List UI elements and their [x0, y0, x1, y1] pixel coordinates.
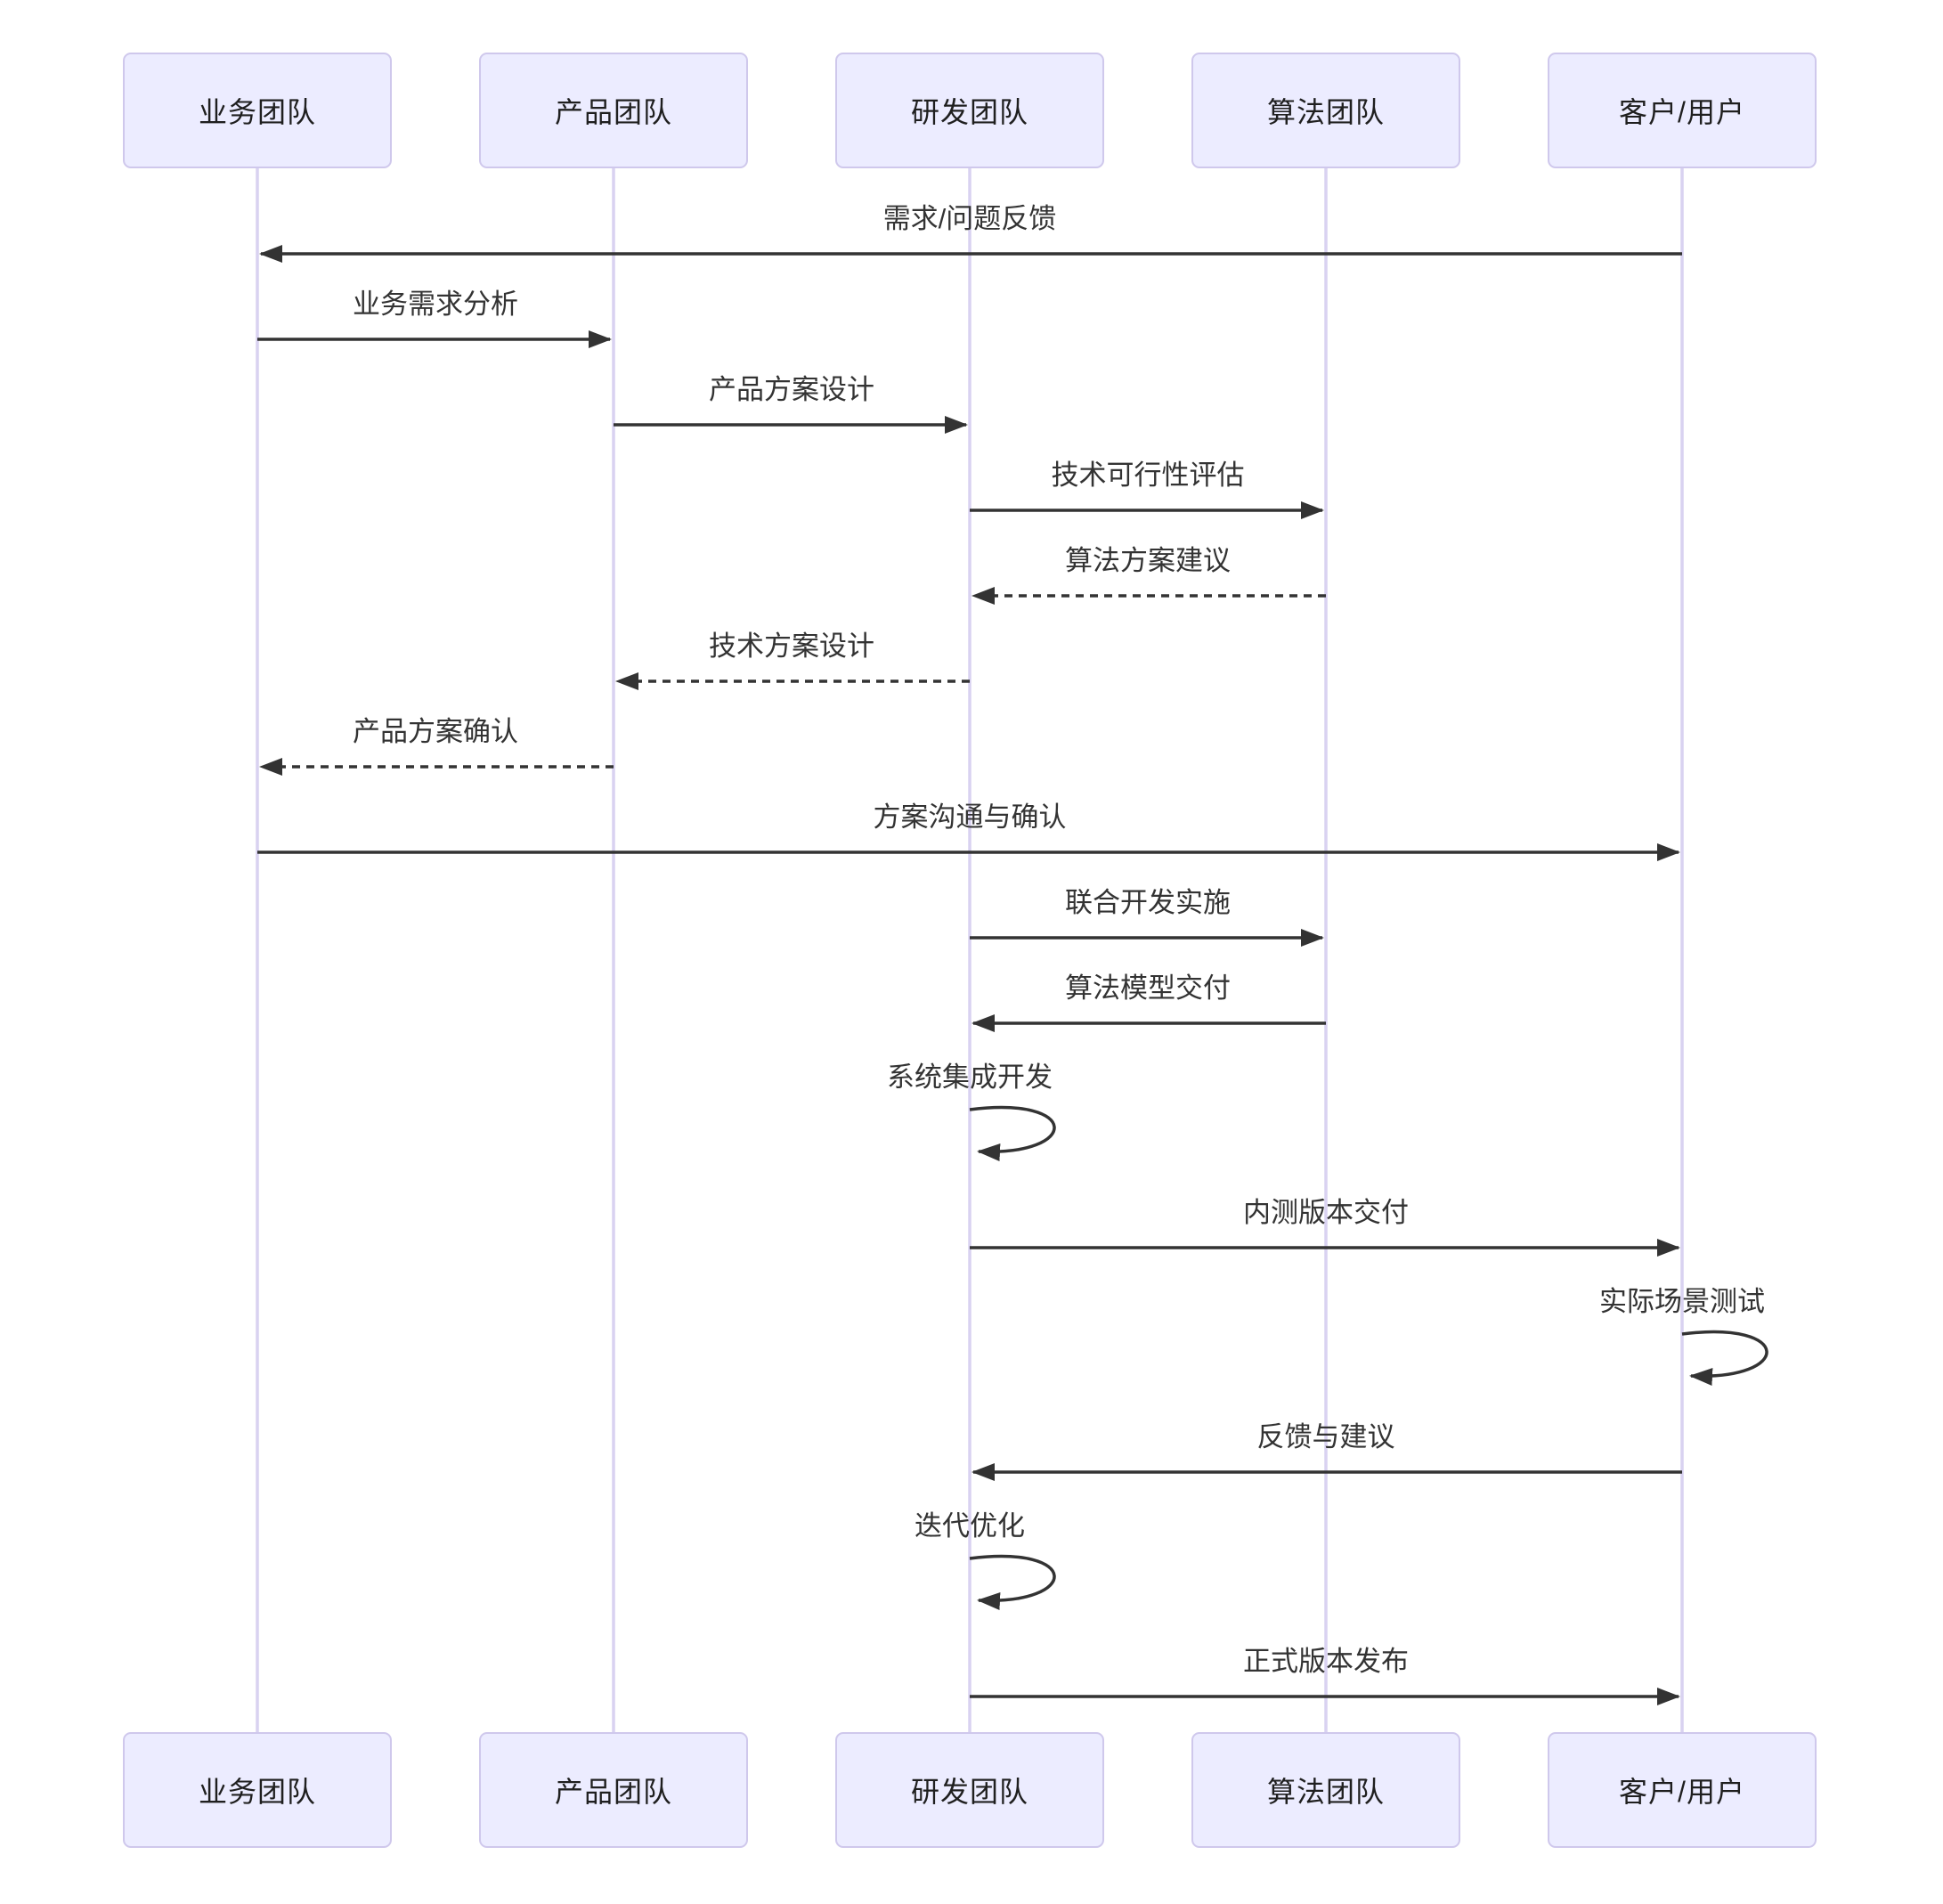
actor-label: 产品团队: [554, 1776, 672, 1808]
actor-label: 研发团队: [910, 1776, 1028, 1808]
message-15-self-loop: [969, 1554, 1056, 1611]
actor-label: 算法团队: [1266, 96, 1385, 128]
actor-top-customer-user: 客户/用户: [1548, 53, 1817, 168]
message-01-label: 需求/问题反馈: [882, 203, 1057, 234]
message-13-label: 实际场景测试: [1599, 1286, 1765, 1317]
message-11-self-loop: [969, 1105, 1056, 1162]
message-12-label: 内测版本交付: [1243, 1197, 1409, 1228]
actor-label: 算法团队: [1266, 1776, 1385, 1808]
message-09-label: 联合开发实施: [1065, 887, 1231, 918]
actor-label: 业务团队: [198, 1776, 316, 1808]
actor-bottom-product-team: 产品团队: [479, 1732, 748, 1848]
actor-bottom-business-team: 业务团队: [123, 1732, 392, 1848]
message-15-label: 迭代优化: [915, 1510, 1025, 1542]
message-02-label: 业务需求分析: [353, 289, 518, 320]
actor-bottom-algorithm-team: 算法团队: [1191, 1732, 1460, 1848]
actor-label: 业务团队: [198, 96, 316, 128]
actor-label: 研发团队: [910, 96, 1028, 128]
message-04-label: 技术可行性评估: [1051, 460, 1245, 491]
message-14-label: 反馈与建议: [1256, 1421, 1395, 1452]
message-11-label: 系统集成开发: [887, 1062, 1053, 1093]
actor-label: 产品团队: [554, 96, 672, 128]
message-10-label: 算法模型交付: [1065, 972, 1231, 1004]
actor-bottom-customer-user: 客户/用户: [1548, 1732, 1817, 1848]
message-06-label: 技术方案设计: [709, 631, 874, 662]
message-07-label: 产品方案确认: [353, 716, 518, 747]
actor-label: 客户/用户: [1619, 1776, 1745, 1808]
message-08-label: 方案沟通与确认: [873, 801, 1067, 833]
message-16-label: 正式版本发布: [1243, 1646, 1409, 1677]
actor-top-product-team: 产品团队: [479, 53, 748, 168]
message-03-label: 产品方案设计: [709, 374, 874, 405]
actor-bottom-rnd-team: 研发团队: [835, 1732, 1104, 1848]
message-13-self-loop: [1681, 1330, 1768, 1387]
actor-top-rnd-team: 研发团队: [835, 53, 1104, 168]
message-05-label: 算法方案建议: [1065, 545, 1231, 576]
actor-top-business-team: 业务团队: [123, 53, 392, 168]
actor-label: 客户/用户: [1619, 96, 1745, 128]
actor-top-algorithm-team: 算法团队: [1191, 53, 1460, 168]
